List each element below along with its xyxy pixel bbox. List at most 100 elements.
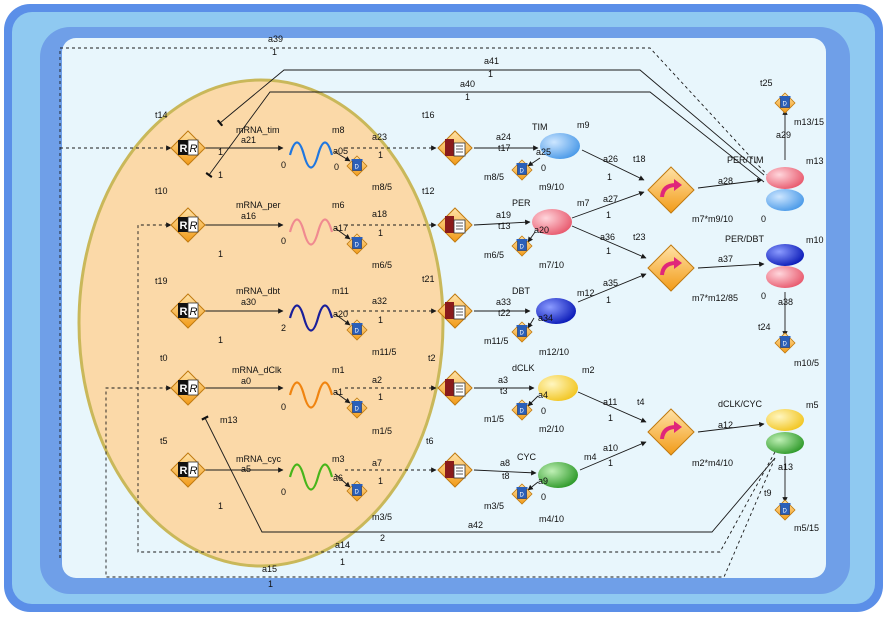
wave-mrna-dbt [288, 304, 334, 332]
label-t8-weight: 0 [541, 492, 546, 502]
label-a10: a10 [603, 443, 618, 453]
label-a16: a16 [241, 211, 256, 221]
label-t10-weight: 1 [218, 249, 223, 259]
label-a1: a1 [333, 387, 343, 397]
label-a15: a15 [262, 564, 277, 574]
wave-mrna-cyc [288, 463, 334, 491]
degradation-node-t22[interactable] [511, 321, 533, 343]
label-a39: a39 [268, 34, 283, 44]
label-t10: t10 [155, 186, 168, 196]
degradation-node-t9[interactable] [774, 499, 796, 521]
wave-mrna-per [288, 218, 334, 246]
label-t16: t16 [422, 110, 435, 120]
complex-per-tim-tim[interactable] [766, 189, 804, 211]
complex-per-tim-per[interactable] [766, 167, 804, 189]
translation-node-t2[interactable] [437, 370, 473, 406]
protein-per[interactable] [532, 209, 572, 235]
label-a26-weight: 1 [607, 172, 612, 182]
label-t24: t24 [758, 322, 771, 332]
label-m7m9-10: m7*m9/10 [692, 214, 733, 224]
label-m8: m8 [332, 125, 345, 135]
label-t5-weight: 1 [218, 501, 223, 511]
label-mrna-dbt: mRNA_dbt [236, 286, 281, 296]
label-m12: m12 [577, 288, 595, 298]
label-m1-tokens: 0 [281, 402, 286, 412]
complex-node-t4[interactable] [646, 407, 696, 457]
label-mrna-dclk: mRNA_dClk [232, 365, 282, 375]
complex-dclk-cyc-cyc[interactable] [766, 432, 804, 454]
label-m4: m4 [584, 452, 597, 462]
translation-node-t12[interactable] [437, 207, 473, 243]
label-t6: t6 [426, 436, 434, 446]
label-a38: a38 [778, 297, 793, 307]
protein-cyc[interactable] [538, 462, 578, 488]
label-t25: t25 [760, 78, 773, 88]
protein-tim[interactable] [540, 133, 580, 159]
degradation-node-t17[interactable] [511, 159, 533, 181]
label-a10-weight: 1 [608, 458, 613, 468]
label-m3-5b: m3/5 [484, 501, 504, 511]
label-a34: a34 [538, 313, 553, 323]
degradation-node-t8[interactable] [511, 483, 533, 505]
label-m3: m3 [332, 454, 345, 464]
wave-mrna-dclk [288, 381, 334, 409]
complex-per-dbt-dbt[interactable] [766, 244, 804, 266]
complex-per-dbt-per[interactable] [766, 266, 804, 288]
label-m2-10: m2/10 [539, 424, 564, 434]
label-a30: a30 [241, 297, 256, 307]
label-dclk-cyc: dCLK/CYC [718, 399, 763, 409]
label-per-dbt: PER/DBT [725, 234, 765, 244]
degradation-node-t24[interactable] [774, 332, 796, 354]
label-t14-weight: 1 [218, 170, 223, 180]
label-a2: a2 [372, 375, 382, 385]
degradation-node-t3[interactable] [511, 399, 533, 421]
protein-dbt[interactable] [536, 298, 576, 324]
complex-node-t18[interactable] [646, 165, 696, 215]
label-t0: t0 [160, 353, 168, 363]
protein-dclk[interactable] [538, 375, 578, 401]
label-m6: m6 [332, 200, 345, 210]
label-m11-5b: m11/5 [484, 336, 508, 346]
complex-dclk-cyc-dclk[interactable] [766, 409, 804, 431]
label-dclk: dCLK [512, 363, 535, 373]
label-a21-weight: 1 [218, 147, 223, 157]
label-a36-weight: 1 [606, 246, 611, 256]
degradation-node-t13[interactable] [511, 235, 533, 257]
label-a42: a42 [468, 520, 483, 530]
label-t21: t21 [422, 274, 435, 284]
label-a3: a3 [498, 375, 508, 385]
label-per-tim: PER/TIM [727, 155, 764, 165]
translation-node-t16[interactable] [437, 130, 473, 166]
label-m6-5b: m6/5 [484, 250, 504, 260]
label-a26: a26 [603, 154, 618, 164]
label-a32: a32 [372, 296, 387, 306]
degradation-node-t25[interactable] [774, 92, 796, 114]
label-a2-weight: 1 [378, 392, 383, 402]
label-m8-5: m8/5 [372, 182, 392, 192]
label-m9-10: m9/10 [539, 182, 564, 192]
label-m4-10: m4/10 [539, 514, 564, 524]
label-a33: a33 [496, 297, 511, 307]
label-a18: a18 [372, 209, 387, 219]
label-a19: a19 [496, 210, 511, 220]
label-a14: a14 [335, 540, 350, 550]
label-a40: a40 [460, 79, 475, 89]
label-a5: a5 [241, 464, 251, 474]
label-a25: a25 [536, 147, 551, 157]
label-a0: a0 [241, 376, 251, 386]
label-m2: m2 [582, 365, 595, 375]
label-m13: m13 [806, 156, 824, 166]
label-a23: a23 [372, 132, 387, 142]
translation-node-t6[interactable] [437, 452, 473, 488]
label-a41-weight: 1 [488, 69, 493, 79]
complex-node-t23[interactable] [646, 243, 696, 293]
label-a05: a05 [333, 146, 348, 156]
label-a24: a24 [496, 132, 511, 142]
label-t9: t9 [764, 488, 772, 498]
label-m1: m1 [332, 365, 345, 375]
label-t8: t8 [502, 471, 510, 481]
arc-a15 [105, 385, 776, 578]
label-m10-tokens: 0 [761, 291, 766, 301]
